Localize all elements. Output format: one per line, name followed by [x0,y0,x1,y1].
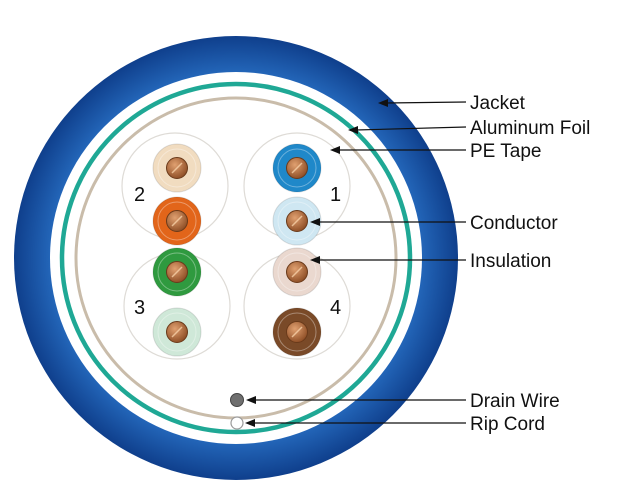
pair-number-3: 3 [134,297,145,319]
label-insulation: Insulation [470,251,551,272]
wire-pair-4-1 [272,247,322,297]
label-pe-tape: PE Tape [470,141,541,162]
wire-pair-3-2 [152,307,202,357]
twisted-pair-wires [152,143,322,357]
aluminum-foil [59,81,413,435]
label-aluminum-foil: Aluminum Foil [470,118,590,139]
wire-pair-4-2 [272,307,322,357]
label-rip-cord: Rip Cord [470,414,545,435]
label-conductor: Conductor [470,213,558,234]
wire-pair-1-2 [272,196,322,246]
jacket-inner-edge [50,72,422,444]
pair-number-2: 2 [134,184,145,206]
wire-pair-1-1 [272,143,322,193]
label-drain-wire: Drain Wire [470,391,560,412]
leader-lines [245,99,467,427]
wire-pair-2-1 [152,143,202,193]
wire-pair-3-1 [152,247,202,297]
wire-pair-2-2 [152,196,202,246]
label-jacket: Jacket [470,93,526,114]
rip-cord [230,416,244,430]
pair-number-4: 4 [330,297,341,319]
pair-number-1: 1 [330,184,341,206]
drain-wire [230,393,244,407]
